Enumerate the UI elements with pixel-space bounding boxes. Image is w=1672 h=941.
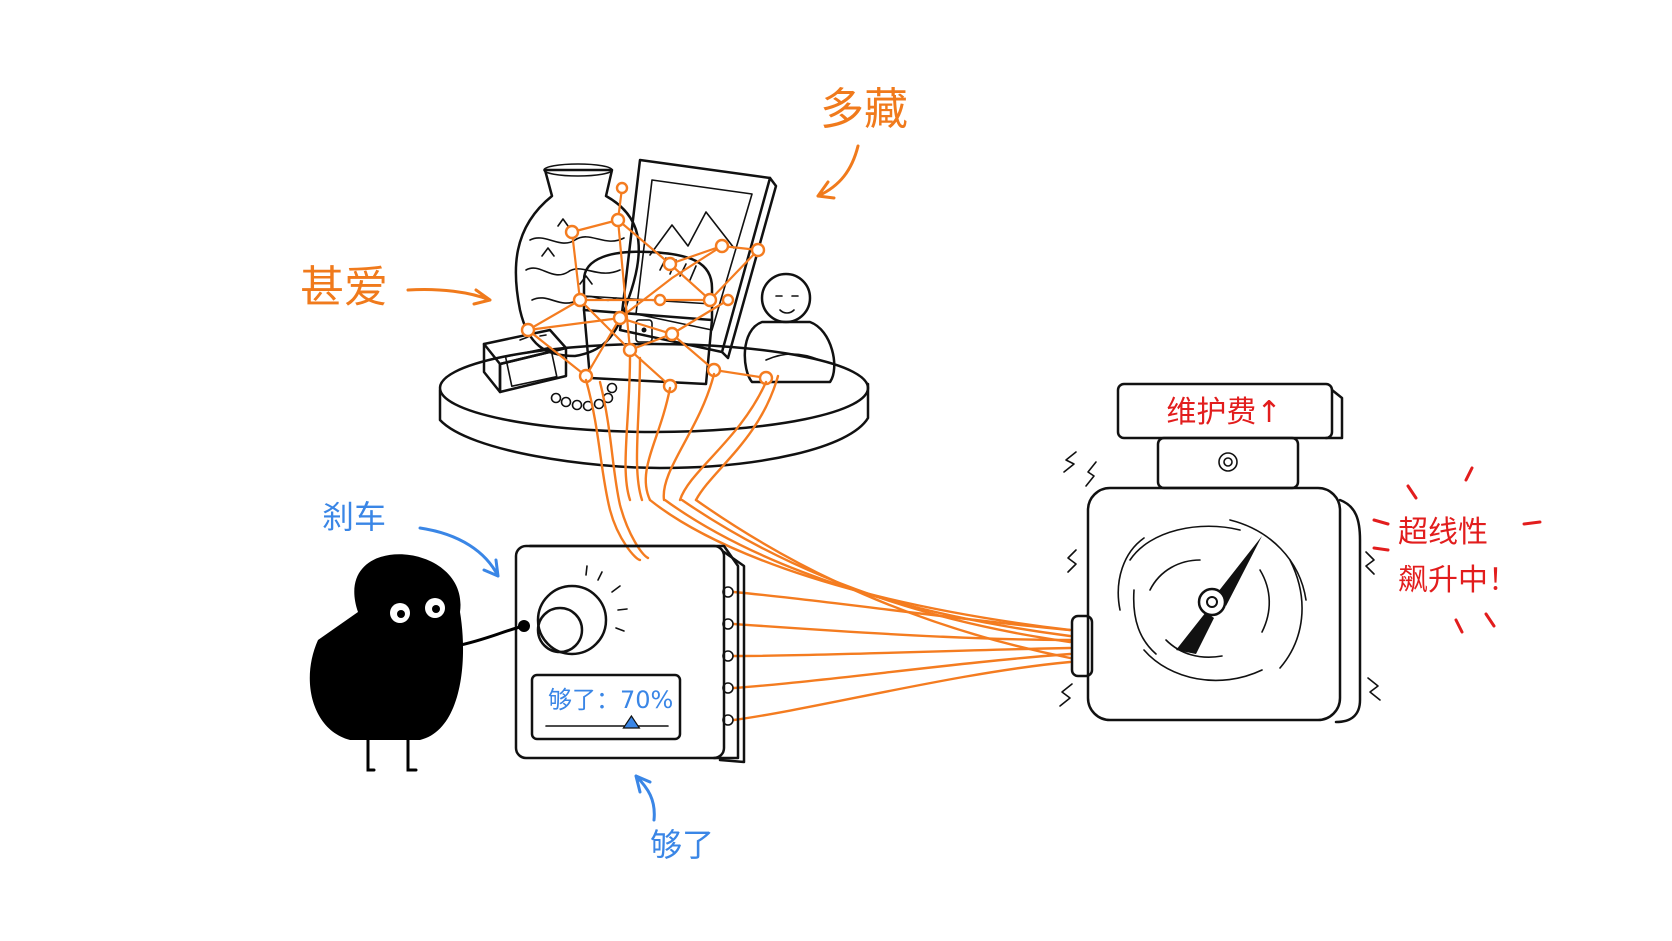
brake-controller: 够了：70% xyxy=(514,544,746,764)
buddha-figurine xyxy=(743,272,836,384)
many-collections-label: 多藏 xyxy=(820,84,908,135)
controller-display xyxy=(530,673,682,741)
bead-bracelet xyxy=(550,382,618,412)
cable-bundle-upper xyxy=(584,354,780,562)
stacked-books xyxy=(482,328,568,394)
gauge-dial xyxy=(1117,519,1307,682)
superlinear-label-line2: 飙升中！ xyxy=(1398,563,1518,598)
enough-slider-marker[interactable] xyxy=(622,714,641,729)
character-blob xyxy=(309,554,530,772)
brake-label: 刹车 xyxy=(322,498,386,536)
vibration-marks xyxy=(1059,451,1381,707)
treasure-chest xyxy=(582,250,714,386)
alert-burst xyxy=(1372,466,1542,634)
many-collections-arrow xyxy=(816,144,860,200)
brake-knob[interactable] xyxy=(536,565,628,656)
deep-love-arrow xyxy=(406,288,492,306)
attachment-network xyxy=(520,181,774,394)
controller-display-text: 够了：70% xyxy=(548,686,673,714)
output-ports xyxy=(722,586,734,726)
superlinear-label-line1: 超线性 xyxy=(1398,515,1488,550)
deep-love-label: 甚爱 xyxy=(300,262,388,313)
brake-arrow xyxy=(418,526,500,578)
cable-bundle-lower xyxy=(648,498,1072,722)
enough-arrow xyxy=(634,774,656,822)
maintenance-gauge: 维护费↑ xyxy=(1059,382,1381,724)
maintenance-fee-label: 维护费↑ xyxy=(1166,395,1281,430)
gauge-needle xyxy=(1176,536,1262,654)
enough-label: 够了 xyxy=(650,826,714,864)
collection-pedestal xyxy=(438,342,870,470)
